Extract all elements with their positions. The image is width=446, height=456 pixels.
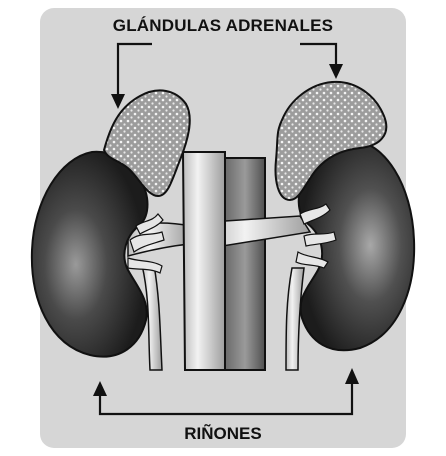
aorta [183,152,225,370]
kidneys-label: RIÑONES [0,424,446,444]
vena-cava [225,158,265,370]
adrenal-glands-label: GLÁNDULAS ADRENALES [0,16,446,36]
